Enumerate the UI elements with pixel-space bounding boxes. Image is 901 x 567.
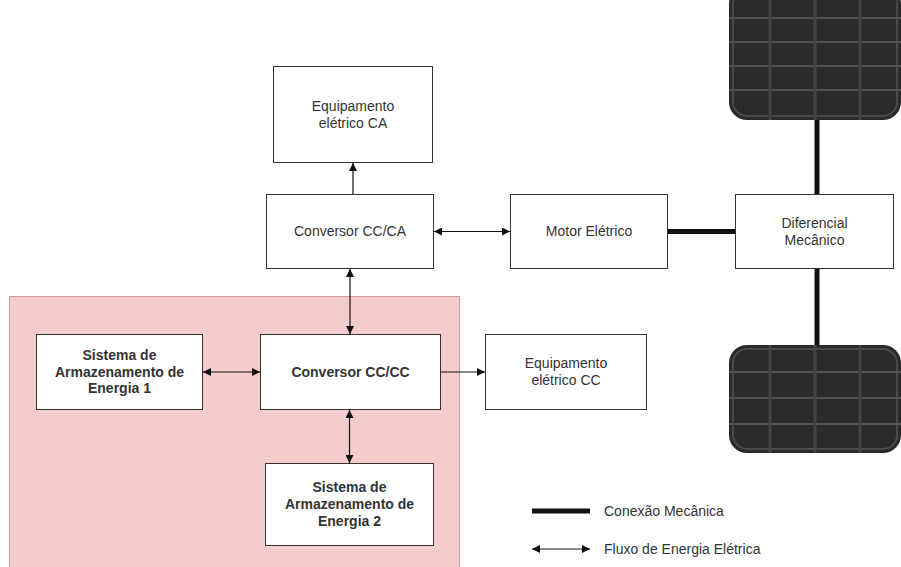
- storage-box: Sistema de Armazenamento de Energia 1: [36, 334, 203, 410]
- mechanical-link: [668, 229, 735, 234]
- box-label: Diferencial Mecânico: [765, 215, 865, 249]
- ac-equipment-box: Equipamento elétrico CA: [273, 66, 433, 163]
- motor-box: Motor Elétrico: [510, 194, 668, 269]
- energy-flow-arrow: [203, 371, 260, 372]
- energy-flow-arrow: [352, 163, 353, 194]
- legend-label: Conexão Mecânica: [604, 503, 724, 519]
- energy-flow-arrow: [349, 410, 350, 463]
- legend-label: Fluxo de Energia Elétrica: [604, 541, 760, 557]
- box-label: Equipamento elétrico CA: [298, 98, 408, 132]
- axle-bottom: [815, 269, 820, 345]
- storage-region: [10, 297, 460, 567]
- box-label: Sistema de Armazenamento de Energia 1: [52, 347, 187, 397]
- box-label: Sistema de Armazenamento de Energia 2: [282, 479, 417, 529]
- box-label: Conversor CC/CA: [294, 223, 406, 240]
- box-label: Equipamento elétrico CC: [511, 355, 621, 389]
- energy-flow-arrow: [349, 269, 350, 334]
- wheel-top: [729, 0, 901, 120]
- legend-arrow-sample: [532, 548, 590, 549]
- differential-box: Diferencial Mecânico: [735, 194, 894, 269]
- box-label: Motor Elétrico: [546, 223, 632, 240]
- storage-box: Sistema de Armazenamento de Energia 2: [265, 463, 434, 546]
- axle-top: [815, 120, 820, 194]
- energy-flow-arrow: [441, 371, 485, 372]
- dc-ac-converter-box: Conversor CC/CA: [266, 194, 434, 269]
- dc-dc-converter-box: Conversor CC/CC: [260, 334, 441, 410]
- energy-flow-arrow: [434, 231, 510, 232]
- dc-equipment-box: Equipamento elétrico CC: [485, 334, 647, 410]
- legend-line-sample: [532, 509, 590, 514]
- box-label: Conversor CC/CC: [291, 364, 409, 381]
- wheel-bottom: [729, 345, 901, 453]
